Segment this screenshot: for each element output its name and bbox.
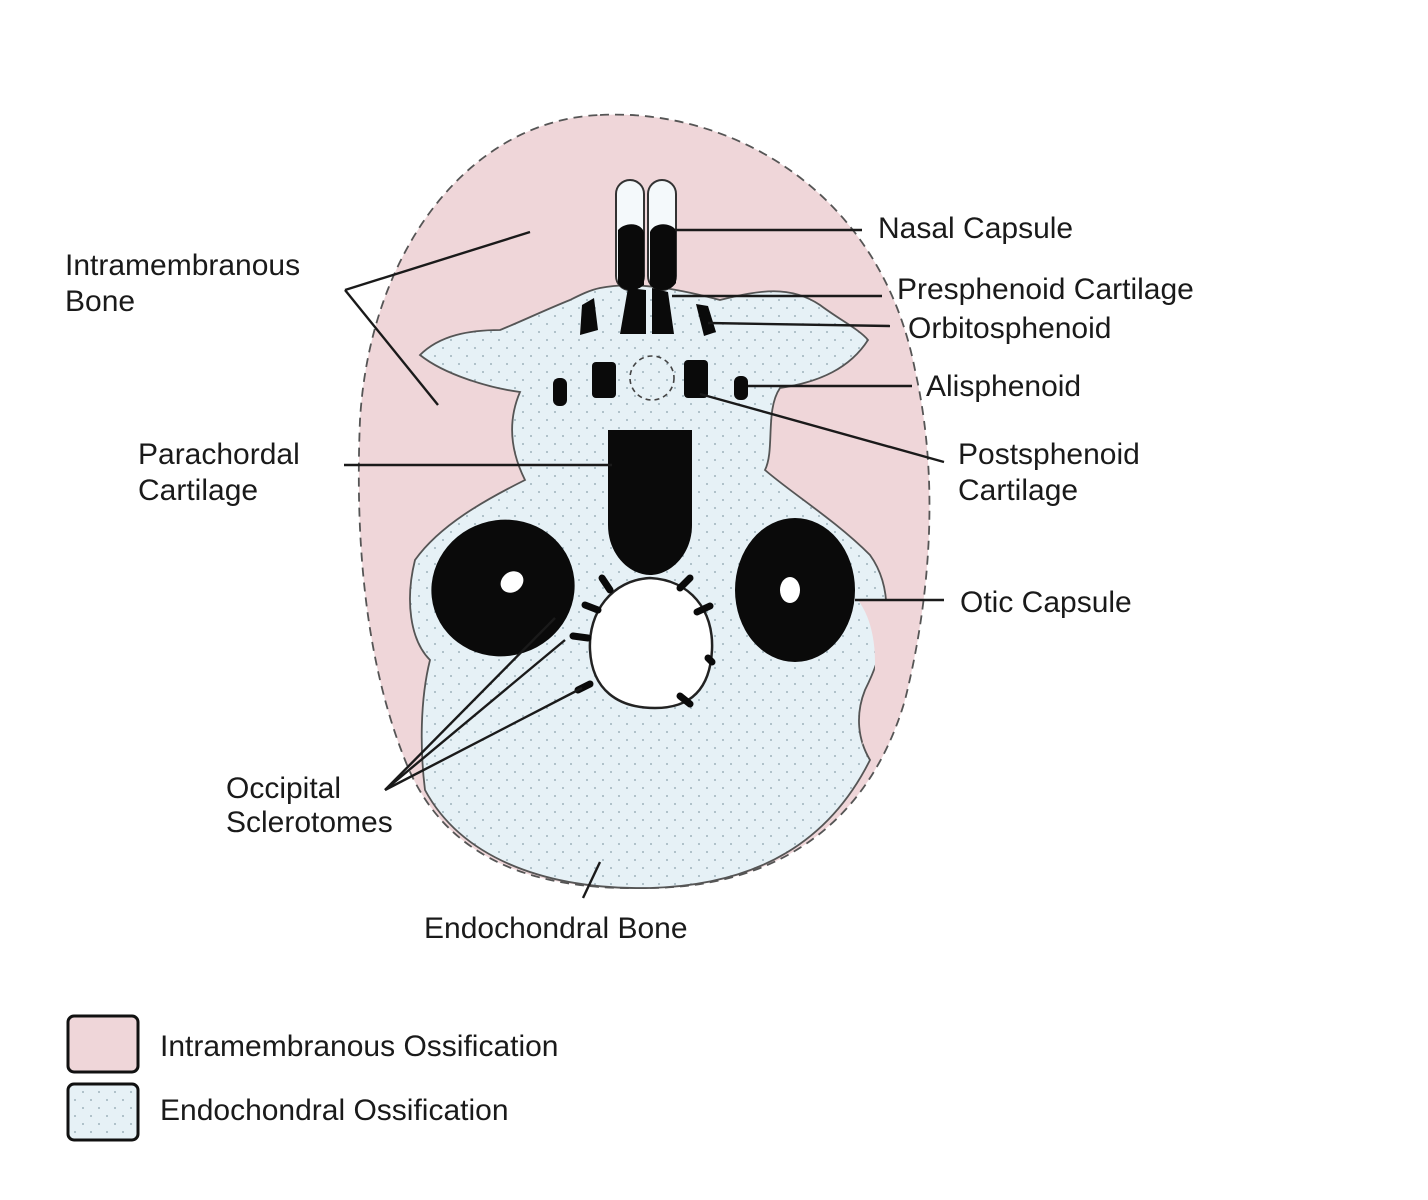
foramen-magnum: [588, 576, 714, 710]
legend-swatch-intramembranous: [66, 1014, 140, 1074]
label-occipital-line1: Occipital: [226, 772, 341, 805]
label-intramembranous-bone: Intramembranous Bone: [65, 249, 308, 318]
leader-lines: [344, 228, 945, 899]
postsphenoid-left: [592, 362, 616, 398]
presphenoid-right: [652, 288, 674, 334]
alisphenoid-right: [734, 376, 748, 400]
label-postsphenoid-line1: Postsphenoid: [958, 438, 1140, 471]
otic-capsule-left-hole: [500, 571, 524, 593]
label-presphenoid-cartilage: Presphenoid Cartilage: [897, 273, 1194, 306]
label-intramembranous-bone-line2: Bone: [65, 285, 135, 318]
presphenoid-left: [620, 288, 646, 334]
label-alisphenoid: Alisphenoid: [926, 370, 1081, 403]
label-intramembranous-bone-line1: Intramembranous: [65, 249, 300, 282]
label-otic-capsule: Otic Capsule: [960, 586, 1132, 619]
legend: Intramembranous Ossification Endochondra…: [66, 1014, 559, 1142]
alisphenoid-left: [553, 378, 567, 406]
legend-label-endochondral: Endochondral Ossification: [160, 1094, 509, 1127]
hypophyseal-fossa: [629, 355, 675, 401]
orbitosphenoid-left: [580, 298, 598, 335]
label-occipital-line2: Sclerotomes: [226, 806, 393, 839]
orbitosphenoid-right: [696, 304, 716, 336]
legend-swatch-endochondral: [66, 1082, 140, 1142]
nasal-capsule-bone-right: [650, 224, 676, 291]
otic-capsule-right-hole: [780, 577, 800, 603]
postsphenoid-right: [684, 360, 708, 398]
label-occipital-sclerotomes: Occipital Sclerotomes: [226, 772, 393, 839]
label-parachordal-line2: Cartilage: [138, 474, 258, 507]
label-postsphenoid-line2: Cartilage: [958, 474, 1078, 507]
legend-label-intramembranous: Intramembranous Ossification: [160, 1030, 559, 1063]
label-postsphenoid-cartilage: Postsphenoid Cartilage: [958, 438, 1148, 507]
parachordal-cartilage: [608, 430, 692, 575]
lateral-intramembranous-wing-right: [858, 600, 909, 745]
label-parachordal-cartilage: Parachordal Cartilage: [138, 438, 308, 507]
label-nasal-capsule: Nasal Capsule: [878, 212, 1073, 245]
label-endochondral-bone: Endochondral Bone: [424, 912, 688, 945]
nasal-capsule-bone-left: [618, 224, 644, 291]
label-parachordal-line1: Parachordal: [138, 438, 300, 471]
label-orbitosphenoid: Orbitosphenoid: [908, 312, 1111, 345]
